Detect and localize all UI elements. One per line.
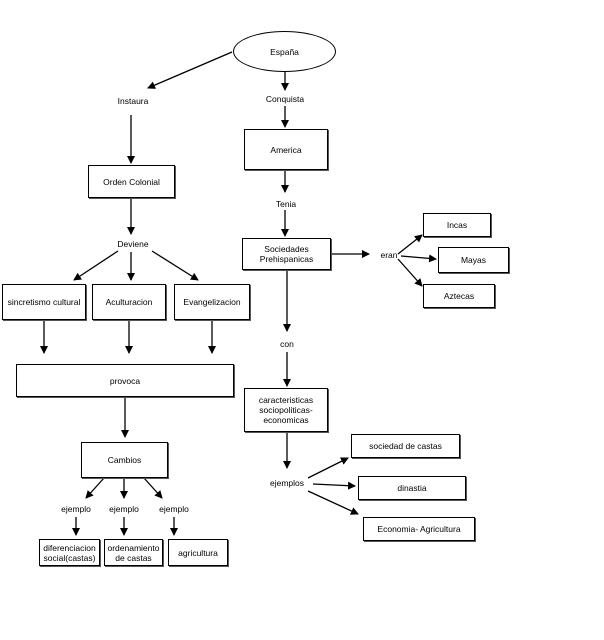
label-ejemplo-1: ejemplo — [61, 504, 91, 514]
label-ejemplo-2: ejemplo — [109, 504, 139, 514]
node-sociedad-de-castas: sociedad de castas — [351, 434, 460, 458]
node-economia-agricultura: Economia- Agricultura — [363, 517, 475, 541]
node-espana: España — [233, 31, 336, 72]
node-mayas: Mayas — [438, 247, 509, 273]
node-aztecas: Aztecas — [423, 284, 495, 308]
label-conquista: Conquista — [265, 94, 305, 104]
label-con: con — [280, 339, 294, 349]
node-agricultura: agricultura — [168, 539, 228, 566]
label-deviene: Deviene — [117, 239, 149, 249]
label-ejemplos: ejemplos — [269, 478, 305, 488]
node-ordenamiento-de-castas: ordenamiento de castas — [104, 539, 163, 566]
node-orden-colonial: Orden Colonial — [88, 165, 175, 198]
node-incas: Incas — [423, 213, 491, 237]
node-dinastia: dinastia — [358, 476, 466, 500]
label-instaura: Instaura — [117, 96, 149, 106]
label-eran: eran — [380, 250, 398, 260]
node-sociedades-prehispanicas: Sociedades Prehispanicas — [242, 238, 331, 270]
node-cambios: Cambios — [81, 442, 168, 478]
node-sincretismo-cultural: sincretismo cultural — [2, 284, 86, 320]
node-caracteristicas: caracteristicas sociopoliticas-economica… — [244, 388, 328, 432]
node-aculturacion: Aculturacion — [92, 284, 166, 320]
node-provoca: provoca — [16, 364, 234, 397]
label-tenia: Tenia — [275, 199, 297, 209]
label-ejemplo-3: ejemplo — [159, 504, 189, 514]
node-evangelizacion: Evangelizacion — [174, 284, 250, 320]
node-america: America — [244, 129, 328, 170]
node-diferenciacion-social: diferenciacion social(castas) — [39, 539, 100, 566]
